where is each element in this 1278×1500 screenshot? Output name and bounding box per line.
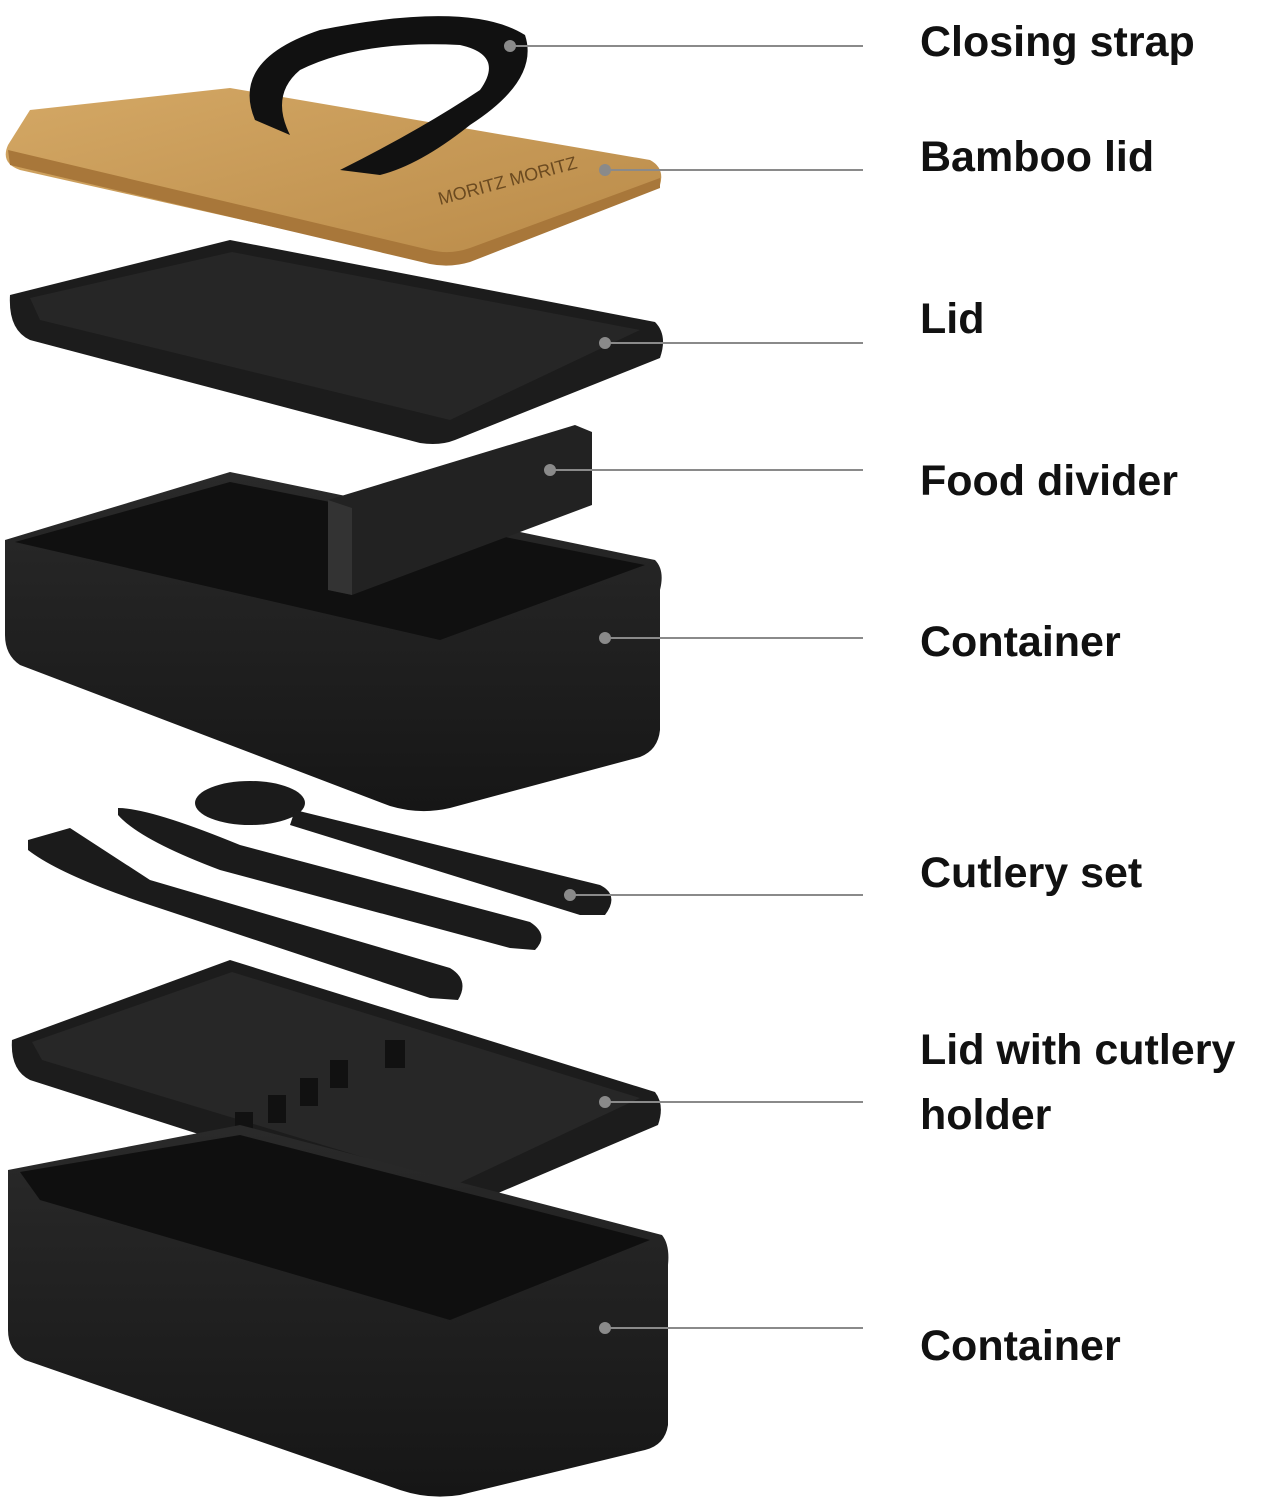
lid-part — [9, 240, 664, 444]
leader-dot — [599, 1096, 611, 1108]
food-divider-part — [328, 425, 592, 595]
leader-dot — [504, 40, 516, 52]
leader-dot — [544, 464, 556, 476]
leader-dot — [599, 632, 611, 644]
label-lid-with-cutlery-holder-line1: Lid with cutlery — [920, 1026, 1236, 1074]
label-container-top: Container — [920, 618, 1121, 666]
leader-lines — [504, 40, 863, 1334]
leader-dot — [564, 889, 576, 901]
leader-dot — [599, 337, 611, 349]
label-container-bottom: Container — [920, 1322, 1121, 1370]
leader-dot — [599, 1322, 611, 1334]
label-lid: Lid — [920, 295, 985, 343]
label-cutlery-set: Cutlery set — [920, 849, 1143, 897]
label-food-divider: Food divider — [920, 457, 1178, 505]
closing-strap-part — [249, 16, 528, 176]
label-lid-with-cutlery-holder-line2: holder — [920, 1091, 1052, 1139]
container-bottom-part — [8, 1125, 669, 1497]
bamboo-lid-part: MORITZ MORITZ — [5, 88, 662, 266]
leader-dot — [599, 164, 611, 176]
label-bamboo-lid: Bamboo lid — [920, 133, 1155, 181]
label-closing-strap: Closing strap — [920, 18, 1195, 66]
cutlery-set-part — [28, 781, 612, 1000]
lid-with-cutlery-holder-part — [11, 960, 661, 1209]
